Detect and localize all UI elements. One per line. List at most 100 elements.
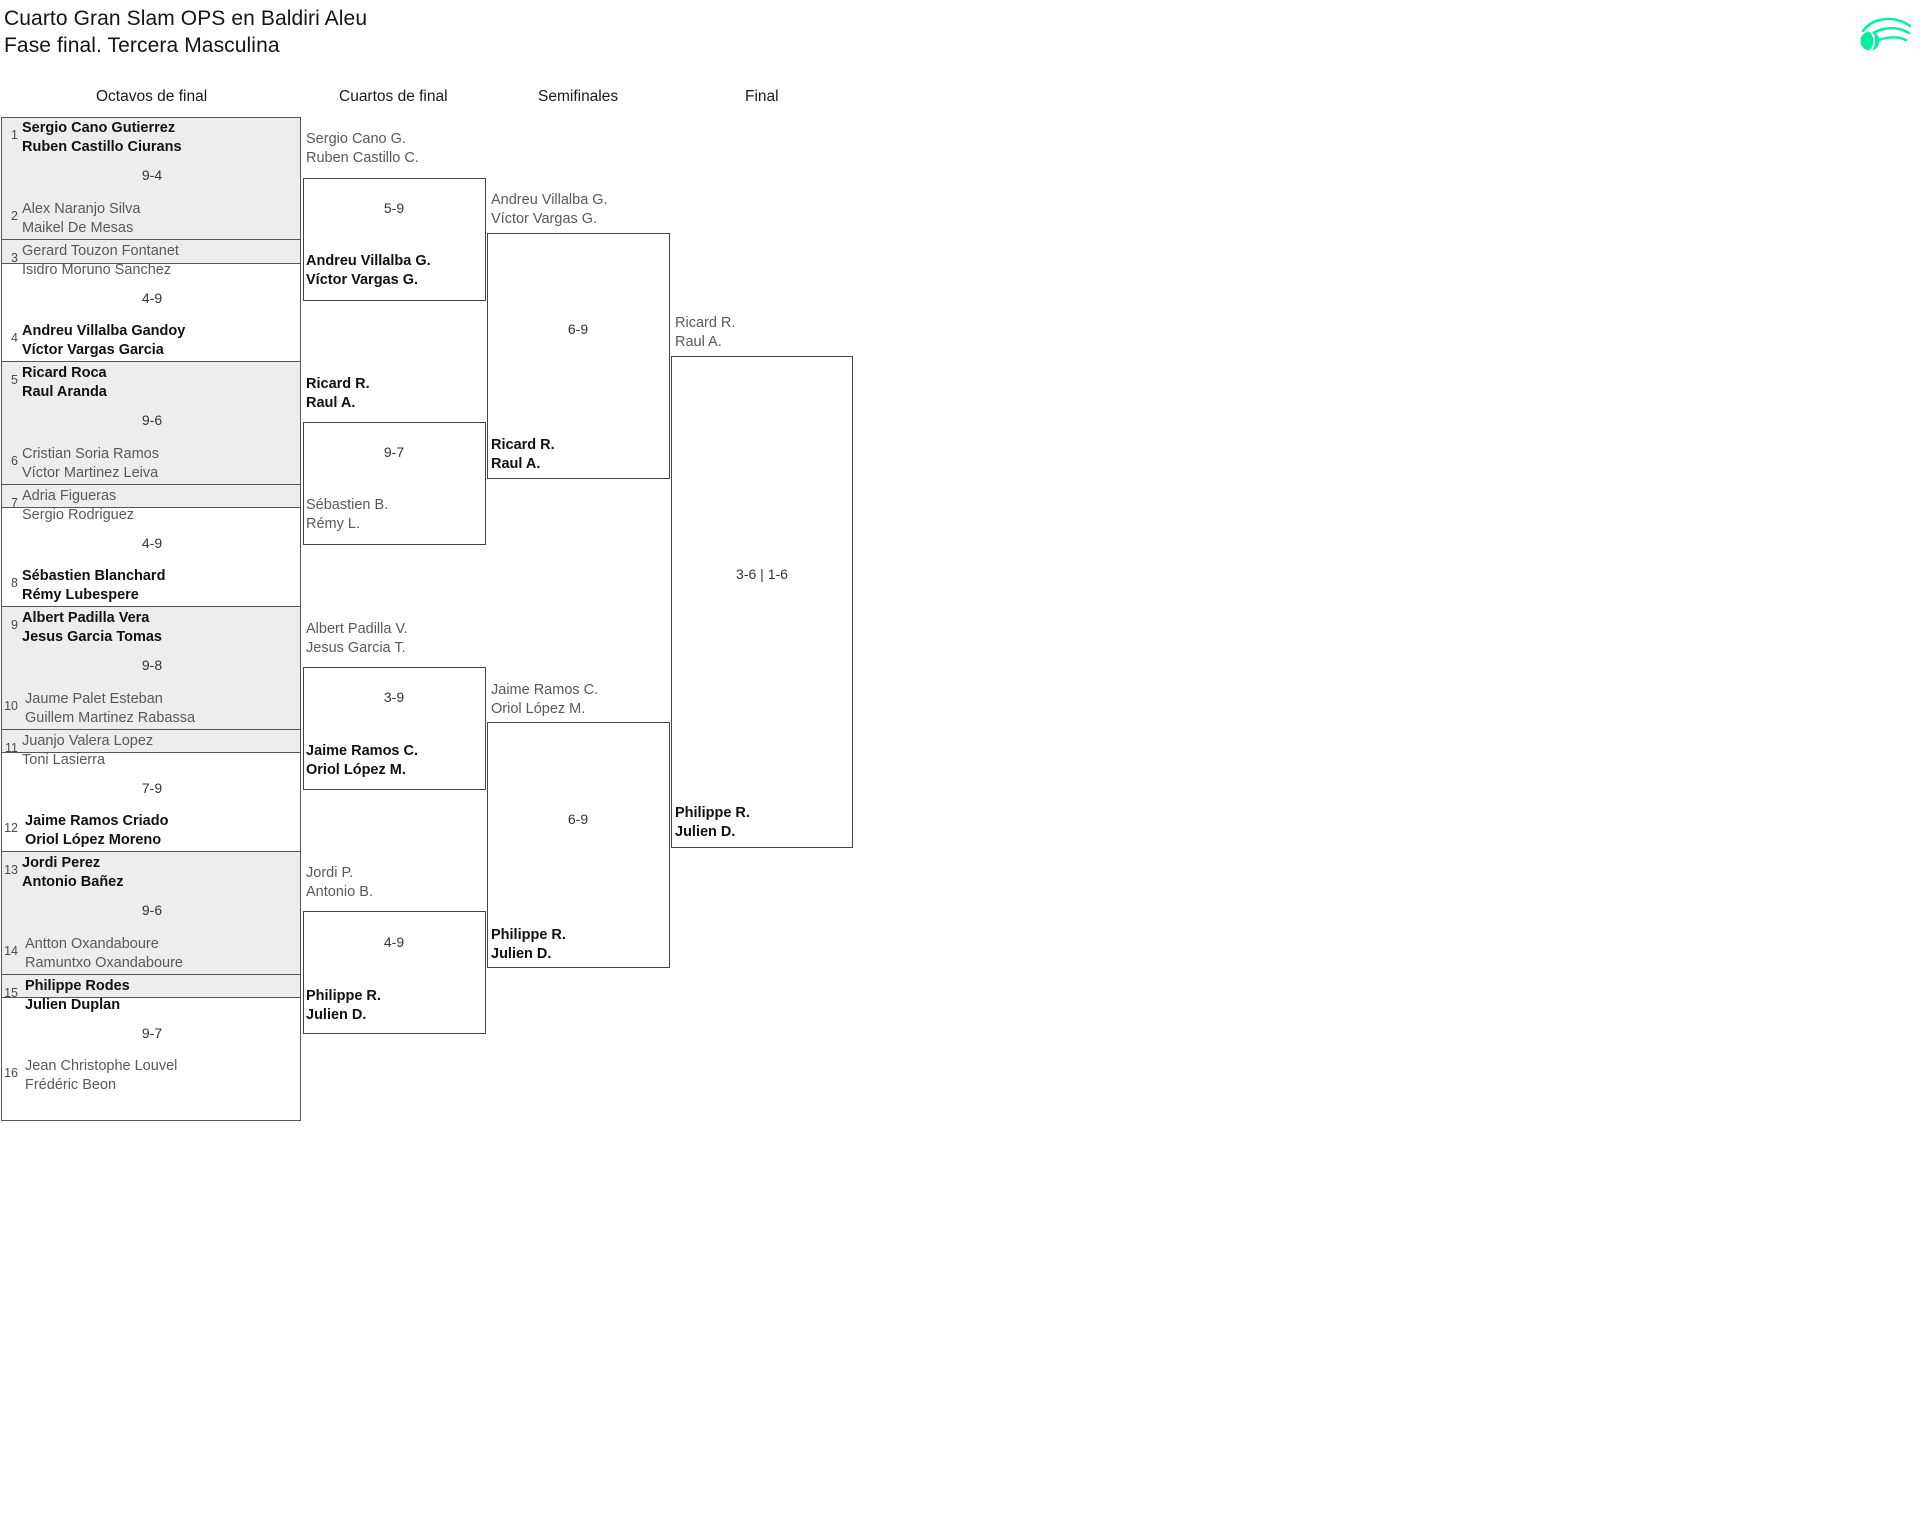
qf-team[interactable]: Philippe R. Julien D. [306, 987, 381, 1024]
player-name: Oriol López M. [306, 761, 406, 778]
qf-team[interactable]: Sergio Cano G. Ruben Castillo C. [306, 130, 419, 167]
page-title: Cuarto Gran Slam OPS en Baldiri Aleu Fas… [4, 6, 367, 60]
player-name: Jesus Garcia Tomas [22, 628, 162, 645]
player-name: Guillem Martinez Rabassa [25, 709, 196, 726]
player-name: Jordi P. [306, 865, 354, 881]
r16-team[interactable]: Juanjo Valera Lopez Toni Lasierra [22, 732, 153, 769]
sf-team[interactable]: Ricard R. Raul A. [491, 436, 555, 473]
qf-connector-4 [303, 911, 486, 1034]
player-name: Andreu Villalba G. [306, 253, 431, 269]
player-name: Alex Naranjo Silva [22, 201, 141, 217]
r16-team[interactable]: Jaume Palet Esteban Guillem Martinez Rab… [25, 690, 195, 727]
r16-team[interactable]: Sergio Cano Gutierrez Ruben Castillo Ciu… [22, 119, 182, 156]
seed-number: 15 [4, 986, 18, 1000]
player-name: Jesus Garcia T. [306, 639, 406, 656]
player-name: Jordi Perez [22, 855, 101, 871]
r16-team[interactable]: Adria Figueras Sergio Rodriguez [22, 487, 134, 524]
match-score: 4-9 [141, 290, 163, 306]
player-name: Philippe R. [306, 988, 381, 1004]
player-name: Ricard Roca [22, 365, 107, 381]
sf-team[interactable]: Andreu Villalba G. Víctor Vargas G. [491, 191, 608, 228]
player-name: Sergio Cano G. [306, 131, 406, 147]
r16-team[interactable]: Albert Padilla Vera Jesus Garcia Tomas [22, 609, 162, 646]
r16-team[interactable]: Antton Oxandaboure Ramuntxo Oxandaboure [25, 935, 183, 972]
player-name: Ramuntxo Oxandaboure [25, 954, 183, 971]
player-name: Maikel De Mesas [22, 219, 134, 236]
player-name: Julien D. [306, 1006, 367, 1023]
tennis-ball-motion-logo [1857, 8, 1915, 66]
r16-team[interactable]: Alex Naranjo Silva Maikel De Mesas [22, 200, 140, 237]
player-name: Ricard R. [306, 376, 370, 392]
player-name: Albert Padilla V. [306, 621, 408, 637]
r16-team[interactable]: Jordi Perez Antonio Bañez [22, 854, 124, 891]
match-score: 9-4 [141, 167, 163, 183]
player-name: Víctor Vargas Garcia [22, 341, 164, 358]
final-team[interactable]: Ricard R. Raul A. [675, 314, 735, 351]
qf-team[interactable]: Jordi P. Antonio B. [306, 864, 373, 901]
seed-number: 5 [11, 373, 18, 387]
round-heading-semifinales: Semifinales [538, 88, 619, 105]
player-name: Toni Lasierra [22, 751, 106, 768]
title-line-1: Cuarto Gran Slam OPS en Baldiri Aleu [4, 7, 368, 30]
player-name: Jean Christophe Louvel [25, 1058, 178, 1074]
r16-team[interactable]: Andreu Villalba Gandoy Víctor Vargas Gar… [22, 322, 185, 359]
match-score: 4-9 [141, 535, 163, 551]
r16-team[interactable]: Jaime Ramos Criado Oriol López Moreno [25, 812, 168, 849]
r16-match-box-7[interactable] [1, 851, 301, 998]
r16-team[interactable]: Cristian Soria Ramos Víctor Martinez Lei… [22, 445, 159, 482]
qf-team[interactable]: Albert Padilla V. Jesus Garcia T. [306, 620, 408, 657]
match-score: 9-8 [141, 657, 163, 673]
player-name: Sébastien B. [306, 497, 389, 513]
player-name: Jaime Ramos C. [306, 743, 419, 759]
r16-match-box-8[interactable] [1, 974, 301, 1121]
player-name: Antonio B. [306, 883, 373, 900]
r16-team[interactable]: Jean Christophe Louvel Frédéric Beon [25, 1057, 177, 1094]
qf-team[interactable]: Ricard R. Raul A. [306, 375, 370, 412]
player-name: Julien D. [675, 823, 736, 840]
player-name: Raul Aranda [22, 383, 107, 400]
r16-team[interactable]: Philippe Rodes Julien Duplan [25, 977, 130, 1014]
seed-number: 6 [11, 454, 18, 468]
final-team-champion[interactable]: Philippe R. Julien D. [675, 804, 750, 841]
title-line-2: Fase final. Tercera Masculina [4, 33, 280, 57]
qf-connector-3 [303, 667, 486, 790]
player-name: Jaume Palet Esteban [25, 691, 163, 707]
sf-connector-2 [487, 722, 670, 968]
r16-match-box-5[interactable] [1, 606, 301, 753]
player-name: Philippe Rodes [25, 978, 130, 994]
player-name: Rémy Lubespere [22, 586, 139, 603]
seed-number: 8 [11, 576, 18, 590]
seed-number: 14 [4, 944, 18, 958]
seed-number: 11 [5, 741, 18, 755]
player-name: Gerard Touzon Fontanet [22, 243, 179, 259]
player-name: Raul A. [491, 455, 541, 472]
match-score: 9-6 [141, 412, 163, 428]
match-score: 7-9 [141, 780, 163, 796]
player-name: Raul A. [675, 333, 722, 350]
seed-number: 1 [11, 128, 18, 142]
qf-team[interactable]: Sébastien B. Rémy L. [306, 496, 388, 533]
player-name: Oriol López Moreno [25, 831, 162, 848]
player-name: Andreu Villalba G. [491, 192, 608, 208]
match-score: 9-6 [141, 902, 163, 918]
match-score: 6-9 [567, 811, 589, 827]
seed-number: 13 [4, 863, 18, 877]
r16-team[interactable]: Sébastien Blanchard Rémy Lubespere [22, 567, 165, 604]
sf-team[interactable]: Jaime Ramos C. Oriol López M. [491, 681, 598, 718]
sf-team[interactable]: Philippe R. Julien D. [491, 926, 566, 963]
match-score: 9-7 [383, 444, 405, 460]
player-name: Albert Padilla Vera [22, 610, 150, 626]
qf-team[interactable]: Andreu Villalba G. Víctor Vargas G. [306, 252, 431, 289]
match-score: 3-9 [383, 689, 405, 705]
qf-team[interactable]: Jaime Ramos C. Oriol López M. [306, 742, 418, 779]
player-name: Raul A. [306, 394, 356, 411]
r16-match-box-3[interactable] [1, 361, 301, 508]
player-name: Antton Oxandaboure [25, 936, 159, 952]
seed-number: 16 [4, 1066, 18, 1080]
r16-team[interactable]: Gerard Touzon Fontanet Isidro Moruno San… [22, 242, 179, 279]
player-name: Ricard R. [491, 437, 555, 453]
seed-number: 12 [4, 821, 18, 835]
r16-team[interactable]: Ricard Roca Raul Aranda [22, 364, 107, 401]
player-name: Ricard R. [675, 315, 736, 331]
player-name: Antonio Bañez [22, 873, 124, 890]
